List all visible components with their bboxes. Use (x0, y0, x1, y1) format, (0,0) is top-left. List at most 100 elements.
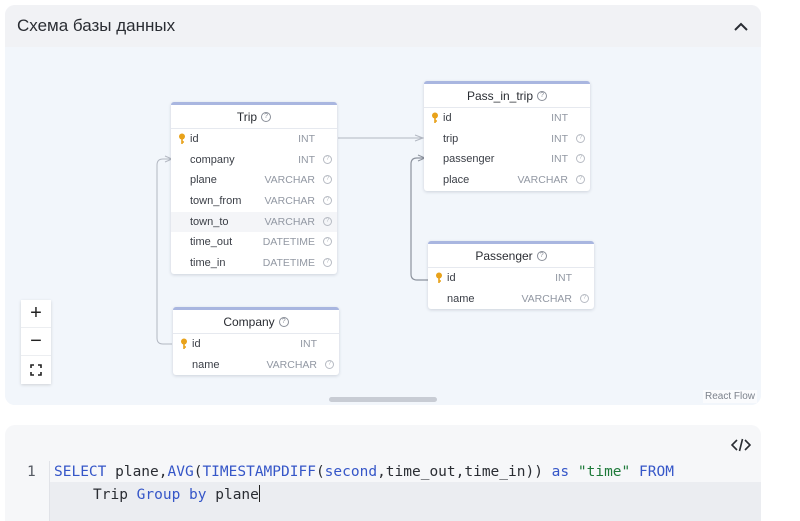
column-name: time_in (190, 257, 226, 270)
column-type: INT (298, 153, 315, 166)
table-trip[interactable]: Trip ? id INT company INT ? plane VARCHA… (171, 102, 337, 274)
table-passenger[interactable]: Passenger ? id INT name VARCHAR ? (428, 241, 594, 310)
info-icon[interactable]: ? (323, 237, 332, 247)
code-view-button[interactable] (729, 435, 753, 455)
column-row[interactable]: town_from VARCHAR ? (171, 191, 337, 212)
info-icon[interactable]: ? (323, 196, 332, 206)
info-icon[interactable]: ? (323, 154, 332, 164)
column-row[interactable]: name VARCHAR ? (173, 355, 339, 376)
info-icon[interactable]: ? (576, 154, 585, 164)
keyword-as: as (551, 464, 570, 480)
collapse-button[interactable] (729, 14, 753, 38)
column-row[interactable]: time_in DATETIME ? (171, 253, 337, 274)
code-line-wrapped[interactable]: Trip Group by plane (93, 485, 260, 503)
table-trip-header[interactable]: Trip ? (171, 105, 337, 129)
paren: ( (315, 464, 325, 480)
info-icon[interactable]: ? (325, 359, 334, 369)
column-row[interactable]: time_out DATETIME ? (171, 232, 337, 253)
active-line-highlight (49, 482, 761, 521)
code-text: ,time_out,time_in (377, 464, 526, 480)
column-type: VARCHAR (264, 215, 315, 228)
table-pass-in-trip-name: Pass_in_trip (466, 88, 534, 103)
column-name: passenger (443, 153, 495, 166)
table-trip-name: Trip (236, 109, 258, 124)
column-type: DATETIME (262, 257, 315, 270)
sql-editor[interactable]: 1 SELECT plane,AVG(TIMESTAMPDIFF(second,… (5, 425, 761, 521)
schema-title: Схема базы данных (17, 16, 176, 35)
table-passenger-header[interactable]: Passenger ? (428, 244, 594, 268)
info-icon[interactable]: ? (576, 133, 585, 143)
column-row[interactable]: company INT ? (171, 150, 337, 171)
column-row[interactable]: passenger INT ? (424, 149, 590, 170)
table-pass-in-trip-header[interactable]: Pass_in_trip ? (424, 84, 590, 108)
column-name: id (190, 133, 199, 145)
column-type: VARCHAR (517, 174, 568, 187)
column-row[interactable]: id INT (173, 334, 339, 355)
column-name: trip (443, 132, 459, 145)
column-type: VARCHAR (264, 195, 315, 208)
column-row[interactable]: id INT (424, 108, 590, 129)
info-icon[interactable]: ? (576, 175, 585, 185)
zoom-controls: + − (21, 300, 51, 384)
plus-icon: + (30, 302, 42, 324)
info-icon[interactable]: ? (536, 250, 547, 261)
flow-canvas[interactable]: Trip ? id INT company INT ? plane VARCHA… (5, 47, 761, 405)
column-row[interactable]: plane VARCHAR ? (171, 170, 337, 191)
edge-trip-pass-marker (414, 134, 425, 142)
schema-header[interactable]: Схема базы данных (5, 5, 761, 47)
zoom-out-button[interactable]: − (21, 328, 51, 356)
column-row[interactable]: trip INT ? (424, 129, 590, 150)
info-icon[interactable]: ? (323, 175, 332, 185)
column-type: INT (555, 272, 572, 284)
code-area[interactable]: 1 SELECT plane,AVG(TIMESTAMPDIFF(second,… (5, 461, 761, 521)
key-icon (436, 272, 442, 283)
code-text: plane (206, 487, 259, 503)
column-name: time_out (190, 236, 233, 249)
code-icon (731, 438, 751, 452)
info-icon[interactable]: ? (580, 293, 589, 303)
column-name: plane (190, 174, 217, 187)
column-type: VARCHAR (266, 358, 317, 371)
column-name: town_to (190, 215, 229, 228)
space (569, 464, 578, 480)
space (543, 464, 552, 480)
column-row[interactable]: town_to VARCHAR ? (171, 211, 337, 233)
column-name: company (190, 153, 235, 166)
relation-edges (156, 134, 429, 345)
info-icon[interactable]: ? (537, 90, 548, 101)
column-name: id (447, 272, 456, 284)
chevron-up-icon (734, 22, 748, 31)
keyword-select: SELECT (54, 464, 107, 480)
function-timestampdiff: TIMESTAMPDIFF (202, 464, 316, 480)
table-company[interactable]: Company ? id INT name VARCHAR ? (173, 307, 339, 376)
fit-view-icon (30, 364, 42, 376)
gutter-divider (49, 461, 50, 521)
column-name: name (192, 358, 220, 371)
column-row[interactable]: name VARCHAR ? (428, 289, 594, 310)
column-row[interactable]: id INT (171, 129, 337, 150)
column-row[interactable]: place VARCHAR ? (424, 170, 590, 191)
info-icon[interactable]: ? (323, 216, 332, 226)
line-number: 1 (27, 464, 36, 480)
zoom-in-button[interactable]: + (21, 300, 51, 328)
table-passenger-name: Passenger (475, 248, 533, 263)
column-type: INT (300, 338, 317, 350)
code-line[interactable]: SELECT plane,AVG(TIMESTAMPDIFF(second,ti… (54, 464, 674, 480)
string-alias: "time" (577, 464, 631, 480)
info-icon[interactable]: ? (278, 316, 289, 327)
info-icon[interactable]: ? (261, 111, 272, 122)
table-company-header[interactable]: Company ? (173, 310, 339, 334)
react-flow-attribution[interactable]: React Flow (702, 390, 757, 403)
column-type: DATETIME (262, 236, 315, 249)
horizontal-scrollbar[interactable] (329, 397, 437, 402)
fit-view-button[interactable] (21, 356, 51, 384)
info-icon[interactable]: ? (323, 258, 332, 268)
keyword-second: second (324, 464, 378, 480)
function-avg: AVG (167, 464, 194, 480)
column-row[interactable]: id INT (428, 268, 594, 289)
key-icon (181, 338, 187, 349)
keyword-group: Group (136, 487, 181, 503)
column-name: name (447, 292, 475, 305)
keyword-from: FROM (639, 464, 674, 480)
table-pass-in-trip[interactable]: Pass_in_trip ? id INT trip INT ? passeng… (424, 81, 590, 191)
